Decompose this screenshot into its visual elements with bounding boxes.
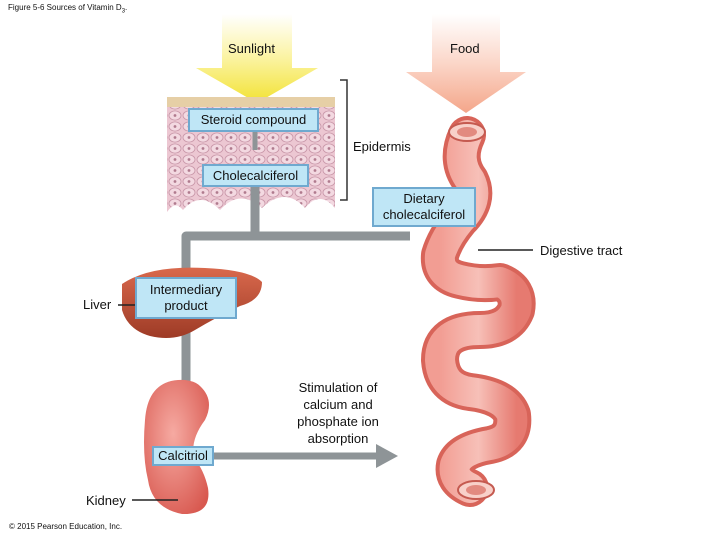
food-label: Food <box>450 41 480 56</box>
food-arrow <box>406 14 526 113</box>
figure-caption: Figure 5-6 Sources of Vitamin D3. <box>8 3 128 15</box>
sunlight-arrow <box>196 14 318 103</box>
digestive-tract-shape <box>420 116 536 507</box>
kidney-label: Kidney <box>86 493 126 508</box>
epidermis-bracket <box>340 79 348 201</box>
digestive-tract-label: Digestive tract <box>540 243 623 258</box>
absorption-arrow <box>376 444 398 468</box>
cholecalciferol-box: Cholecalciferol <box>202 164 309 187</box>
epidermis-label: Epidermis <box>353 139 411 154</box>
steroid-compound-box: Steroid compound <box>188 108 319 132</box>
intermediary-product-box: Intermediary product <box>135 277 237 319</box>
calcitriol-box: Calcitriol <box>152 446 214 466</box>
dietary-cholecalciferol-box: Dietary cholecalciferol <box>372 187 476 227</box>
liver-label: Liver <box>83 297 112 312</box>
sunlight-label: Sunlight <box>228 41 275 56</box>
copyright-notice: © 2015 Pearson Education, Inc. <box>9 522 123 531</box>
stimulation-label: Stimulation of calcium and phosphate ion… <box>297 380 379 446</box>
